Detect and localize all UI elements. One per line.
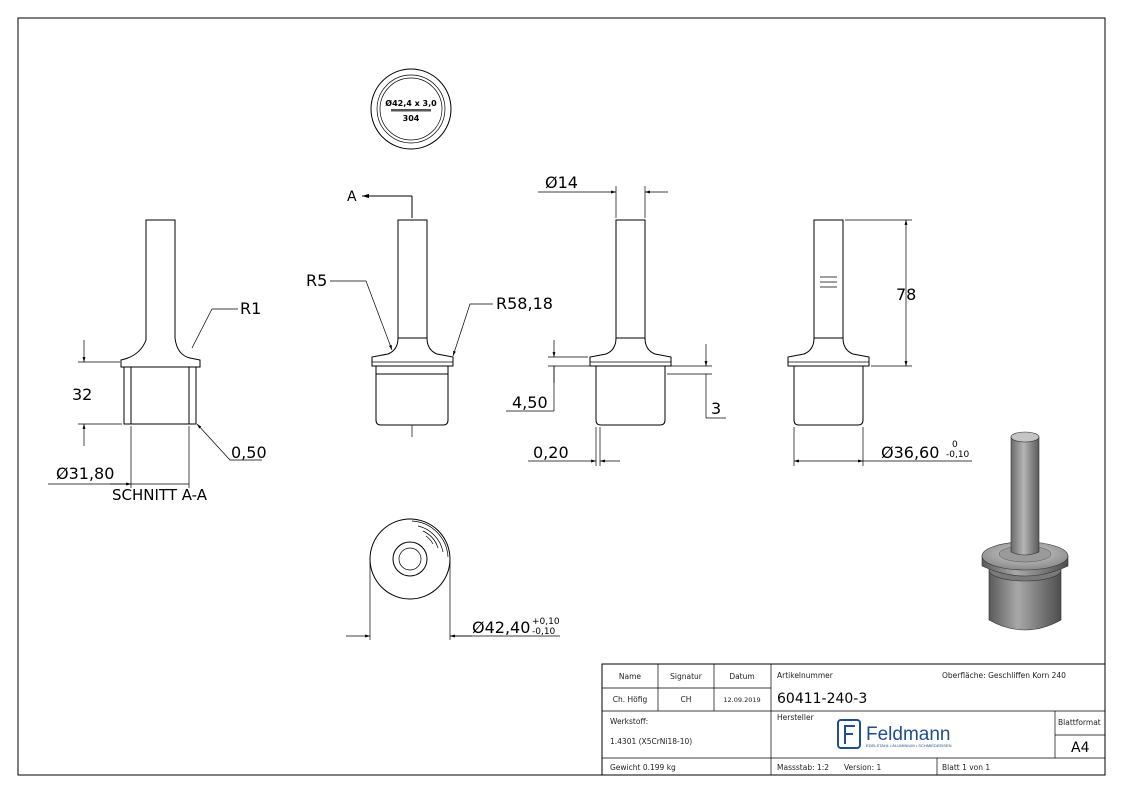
tb-blattformat-label: Blattformat bbox=[1058, 718, 1101, 727]
tb-blattformat-value: A4 bbox=[1071, 740, 1090, 756]
tb-blatt: Blatt 1 von 1 bbox=[942, 763, 990, 772]
tol-4240-lower: -0,10 bbox=[532, 627, 556, 637]
tb-werkstoff-label: Werkstoff: bbox=[610, 717, 648, 726]
dim-d4240: Ø42,40 bbox=[472, 618, 530, 637]
dim-78: 78 bbox=[896, 285, 916, 304]
tol-4240-upper: +0,10 bbox=[532, 617, 560, 627]
section-marker-a: A bbox=[347, 189, 357, 205]
dim-3: 3 bbox=[711, 399, 721, 418]
feldmann-logo: Feldmann EDELSTAHL • ALUMINIUM • SCHMIED… bbox=[837, 719, 952, 749]
tb-name-value: Ch. Höfig bbox=[613, 695, 648, 704]
dim-020: 0,20 bbox=[533, 443, 569, 462]
brand-name: Feldmann bbox=[866, 724, 951, 745]
right-view: 78 Ø36,60 0 -0,10 bbox=[787, 219, 972, 466]
tol-3660-lower: -0,10 bbox=[946, 450, 970, 460]
tb-name-label: Name bbox=[619, 672, 642, 681]
tb-signatur-value: CH bbox=[681, 695, 692, 704]
top-view-engraved: Ø42,4 x 3,0 304 bbox=[370, 68, 452, 150]
dim-32: 32 bbox=[72, 385, 92, 404]
bottom-view: Ø42,40 +0,10 -0,10 bbox=[346, 518, 560, 640]
engraving-line3: 304 bbox=[403, 114, 420, 123]
tb-datum-label: Datum bbox=[729, 672, 754, 681]
tb-gewicht: Gewicht 0.199 kg bbox=[610, 763, 676, 772]
engraving-line1: Ø42,4 x 3,0 bbox=[385, 98, 437, 108]
tb-hersteller-label: Hersteller bbox=[777, 713, 815, 722]
sheet-frame bbox=[17, 17, 1106, 776]
tb-massstab: Massstab: 1:2 bbox=[777, 763, 829, 772]
tb-werkstoff-value: 1.4301 (X5CrNi18-10) bbox=[610, 737, 692, 746]
dim-d14: Ø14 bbox=[545, 173, 578, 192]
isometric-render bbox=[981, 431, 1069, 631]
dim-d3660: Ø36,60 bbox=[881, 443, 939, 462]
front-view: A R5 R58,18 bbox=[306, 189, 553, 437]
side-view: Ø14 4,50 3 0,20 bbox=[506, 173, 726, 466]
dim-450: 4,50 bbox=[512, 393, 548, 412]
section-label: SCHNITT A-A bbox=[112, 486, 208, 504]
tb-artikel-value: 60411-240-3 bbox=[777, 691, 867, 707]
dim-r5818: R58,18 bbox=[496, 294, 553, 313]
section-view-a-a: R1 32 0,50 Ø31,80 SCHNITT A-A bbox=[48, 219, 267, 504]
tb-datum-value: 12.09.2019 bbox=[723, 696, 760, 704]
dim-d3180: Ø31,80 bbox=[56, 464, 114, 483]
tb-artikel-label: Artikelnummer bbox=[777, 671, 834, 680]
tb-version: Version: 1 bbox=[844, 763, 881, 772]
tb-oberflaeche: Oberfläche: Geschliffen Korn 240 bbox=[942, 671, 1066, 680]
dim-chamfer-050: 0,50 bbox=[231, 443, 267, 462]
dim-r1: R1 bbox=[240, 299, 261, 318]
dim-r5: R5 bbox=[306, 271, 327, 290]
tb-signatur-label: Signatur bbox=[670, 672, 703, 681]
title-block: Name Signatur Datum Ch. Höfig CH 12.09.2… bbox=[601, 663, 1106, 776]
brand-tagline: EDELSTAHL • ALUMINIUM • SCHMIEDEEISEN bbox=[866, 743, 952, 748]
tol-3660-upper: 0 bbox=[952, 440, 958, 450]
engraving-small-text bbox=[391, 109, 431, 112]
